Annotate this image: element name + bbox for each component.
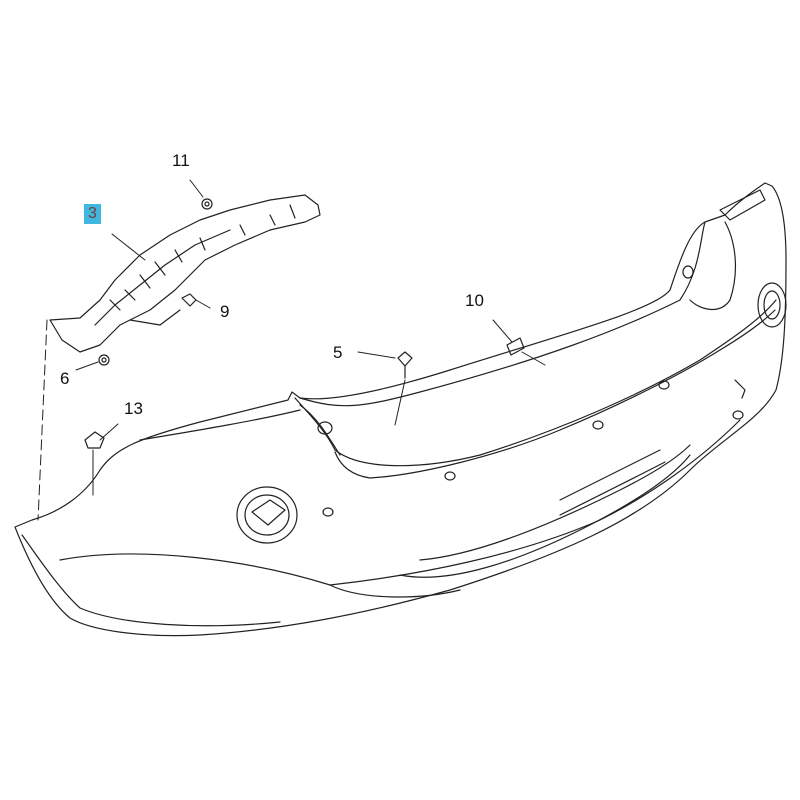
callout-5[interactable]: 5 (333, 343, 343, 362)
callout-3-highlighted[interactable]: 3 (84, 204, 101, 224)
callout-9[interactable]: 9 (220, 302, 230, 321)
leader-lines (37, 179, 546, 521)
callout-13[interactable]: 13 (124, 399, 143, 418)
bumper-fascia (14, 182, 787, 637)
callout-6[interactable]: 6 (60, 369, 70, 388)
bracket-part-3 (49, 194, 525, 449)
callout-10[interactable]: 10 (465, 291, 484, 310)
callout-11[interactable]: 11 (172, 151, 190, 170)
